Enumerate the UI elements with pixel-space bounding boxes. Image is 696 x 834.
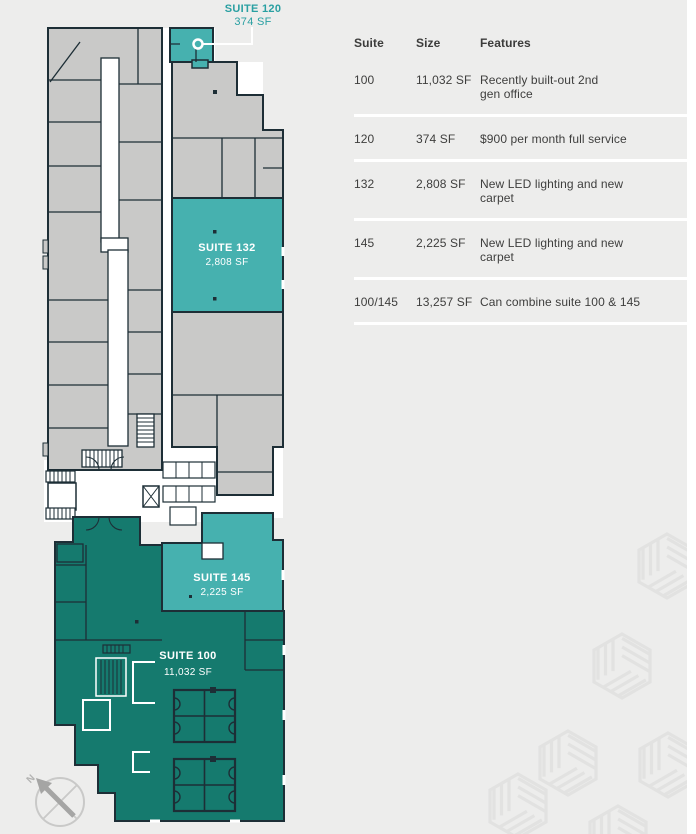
features-cell: Can combine suite 100 & 145 xyxy=(480,295,641,309)
suite-120-callout: SUITE 120 374 SF xyxy=(192,3,282,50)
white-partitions xyxy=(82,657,155,773)
gray-office-areas xyxy=(47,27,284,496)
floor-plan: SUITE 132 2,808 SF SUITE 145 2,225 SF xyxy=(25,3,286,827)
compass-north-label: N xyxy=(25,773,38,786)
suite-132-region: SUITE 132 2,808 SF xyxy=(171,197,284,313)
right-wing-upper xyxy=(171,61,284,199)
suite-145-label: SUITE 145 xyxy=(193,572,250,584)
suite-145-size: 2,225 SF xyxy=(201,587,244,598)
size-cell: 11,032 SF xyxy=(416,73,472,87)
callout-leader-line xyxy=(203,27,253,45)
corridors xyxy=(100,57,129,447)
suite-120-callout-title: SUITE 120 xyxy=(225,3,282,15)
suite-100-region: SUITE 100 11,032 SF xyxy=(54,247,286,823)
suite-cell: 132 xyxy=(354,177,375,191)
plan-dot xyxy=(213,90,217,94)
entry-vestibule xyxy=(47,482,77,511)
table-row-suite-145: 145 2,225 SF New LED lighting and new ca… xyxy=(354,221,688,277)
compass: N xyxy=(25,773,85,827)
size-cell: 13,257 SF xyxy=(416,295,473,309)
table-row-suite-120: 120 374 SF $900 per month full service xyxy=(354,117,688,159)
row-separator xyxy=(354,277,688,280)
suite-132-label: SUITE 132 xyxy=(198,242,255,254)
row-separator xyxy=(354,159,688,162)
col-header-size: Size xyxy=(416,36,441,50)
table-row-suite-100: 100 11,032 SF Recently built-out 2nd gen… xyxy=(354,58,688,114)
suite-132-size: 2,808 SF xyxy=(206,257,249,268)
suites-table: Suite Size Features 100 11,032 SF Recent… xyxy=(354,36,688,325)
table-header-row: Suite Size Features xyxy=(354,36,688,50)
wall-bumps xyxy=(42,239,49,457)
right-wing-partitions xyxy=(172,137,283,473)
suite-cell: 100/145 xyxy=(354,295,399,309)
elevator-icon xyxy=(142,485,160,508)
suite-100-label: SUITE 100 xyxy=(159,650,216,662)
door-arcs xyxy=(85,516,123,531)
north-arrow xyxy=(44,786,76,818)
page-edge-strip xyxy=(687,0,696,834)
features-cell: $900 per month full service xyxy=(480,132,627,146)
suite-120-callout-size: 374 SF xyxy=(234,16,271,28)
left-wing-partitions xyxy=(48,28,162,429)
suite-100-stairs xyxy=(100,644,131,694)
features-cell: New LED lighting and new carpet xyxy=(480,236,624,264)
row-separator xyxy=(354,218,688,221)
features-cell: New LED lighting and new carpet xyxy=(480,177,624,205)
window-ticks xyxy=(150,247,286,823)
suite-cell: 120 xyxy=(354,132,375,146)
suite-100-size: 11,032 SF xyxy=(164,667,212,678)
right-wing-mid xyxy=(171,311,284,496)
table-row-suite-132: 132 2,808 SF New LED lighting and new ca… xyxy=(354,162,688,218)
col-header-features: Features xyxy=(480,36,531,50)
suite-120-region xyxy=(169,27,214,69)
lobby-core xyxy=(45,456,216,526)
stairwell xyxy=(81,413,155,468)
size-cell: 2,225 SF xyxy=(416,236,466,250)
features-cell: Recently built-out 2nd gen office xyxy=(480,73,599,101)
row-separator xyxy=(354,322,688,325)
size-cell: 374 SF xyxy=(416,132,456,146)
suite-cell: 100 xyxy=(354,73,375,87)
size-cell: 2,808 SF xyxy=(416,177,466,191)
col-header-suite: Suite xyxy=(354,36,384,50)
table-row-suite-100-145: 100/145 13,257 SF Can combine suite 100 … xyxy=(354,280,688,322)
door-arcs xyxy=(85,456,125,471)
suite-cell: 145 xyxy=(354,236,375,250)
suite-145-region: SUITE 145 2,225 SF xyxy=(161,512,284,612)
row-separator xyxy=(354,114,688,117)
callout-marker xyxy=(192,38,204,50)
